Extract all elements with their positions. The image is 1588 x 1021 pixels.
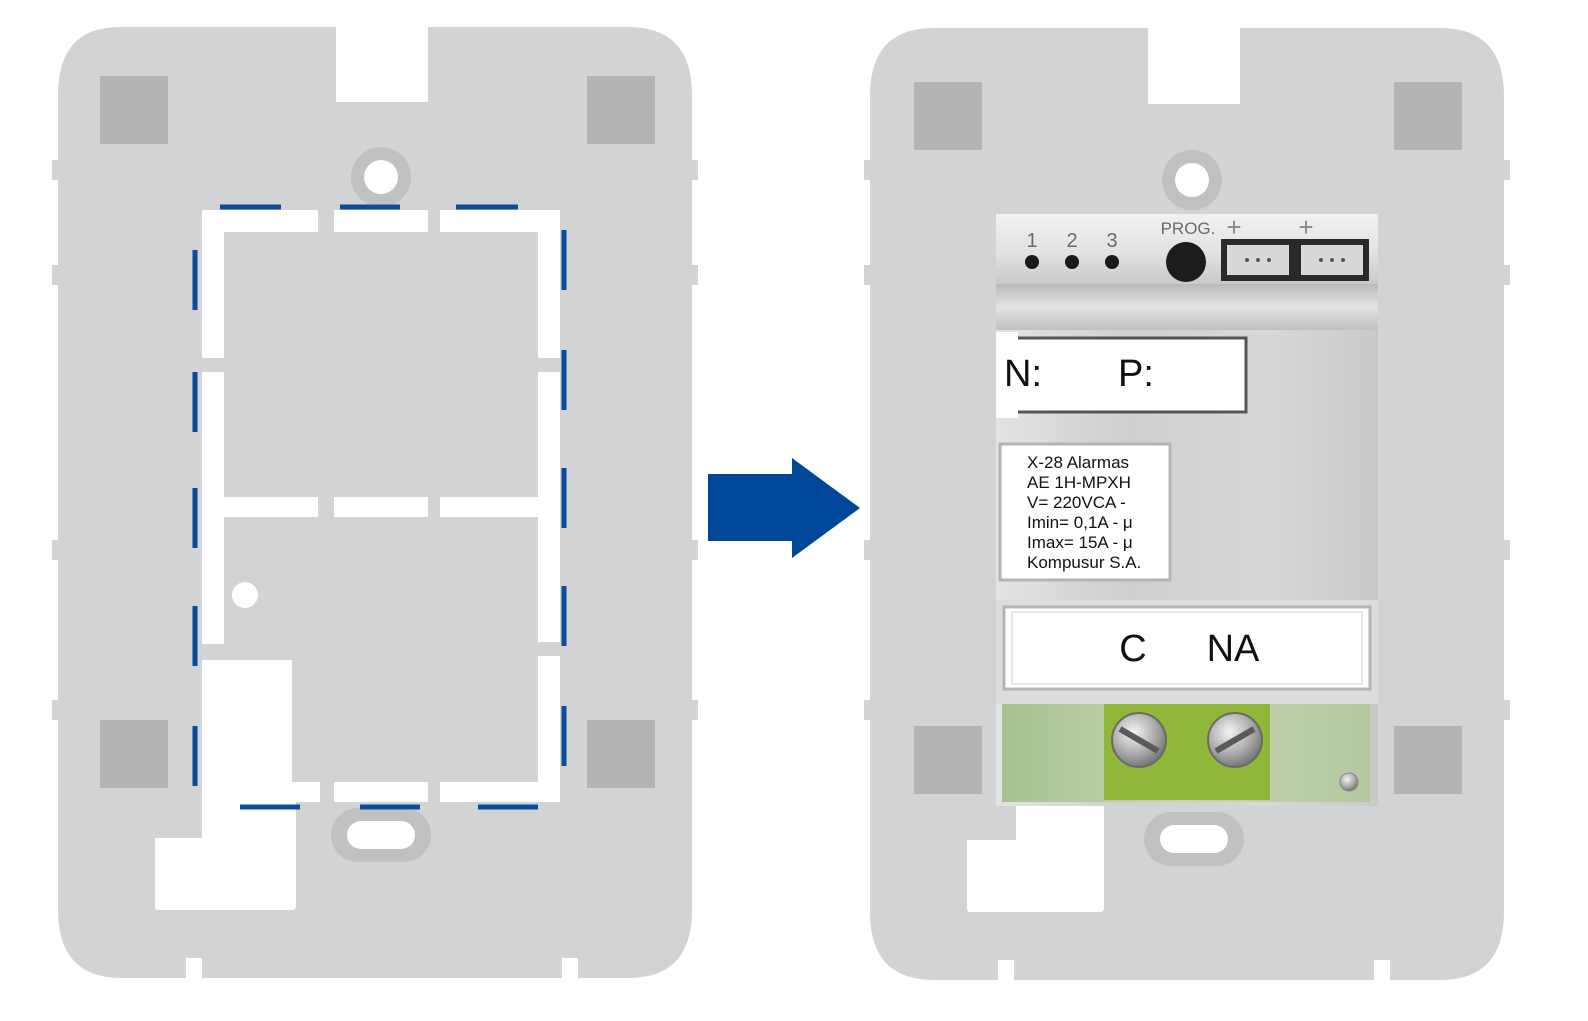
right-arrow-icon	[708, 458, 860, 558]
spec-line-2: AE 1H-MPXH	[1027, 473, 1131, 492]
np-label-n: N:	[1004, 353, 1042, 395]
left-frame-hole	[232, 582, 258, 608]
screw-2-icon	[1207, 712, 1263, 768]
connector-plus-1: +	[1226, 212, 1241, 242]
prog-label: PROG.	[1161, 219, 1216, 238]
module-strip	[996, 284, 1378, 330]
left-bottom-slot	[347, 821, 415, 849]
left-corner-pad-tr	[587, 76, 655, 144]
left-blue-dashed-guide	[192, 204, 567, 810]
terminal-label-na: NA	[1207, 628, 1260, 670]
left-white-frame	[202, 210, 560, 802]
left-mounting-plate	[52, 27, 698, 978]
left-top-hole-center	[364, 160, 398, 194]
left-bottom-notch	[155, 660, 296, 910]
right-corner-pad-tl	[914, 82, 982, 150]
led-3-label: 3	[1106, 230, 1117, 252]
spec-label: X-28 Alarmas AE 1H-MPXH V= 220VCA - Imin…	[998, 442, 1172, 582]
terminal-label-c: C	[1119, 628, 1146, 670]
connector-1	[1221, 239, 1295, 281]
right-mounting-plate: 1 2 3 PROG. + +	[864, 28, 1510, 980]
screw-1-icon	[1111, 712, 1167, 768]
spec-line-1: X-28 Alarmas	[1027, 453, 1129, 472]
led-2-label: 2	[1066, 230, 1077, 252]
left-corner-pad-br	[587, 720, 655, 788]
terminal-rivet	[1339, 772, 1359, 792]
led-1	[1025, 255, 1039, 269]
right-corner-pad-tr	[1394, 82, 1462, 150]
connector-2	[1295, 239, 1369, 281]
right-corner-pad-bl	[914, 726, 982, 794]
terminal-block	[1002, 704, 1370, 802]
right-bottom-slot	[1160, 825, 1228, 853]
left-corner-pad-tl	[100, 76, 168, 144]
right-top-hole-center	[1175, 163, 1209, 197]
led-3	[1105, 255, 1119, 269]
terminal-label-box: C NA	[1002, 605, 1372, 691]
left-corner-pad-bl	[100, 720, 168, 788]
electrical-module: 1 2 3 PROG. + +	[996, 212, 1378, 806]
np-label-p: P:	[1118, 353, 1154, 395]
np-label-box: N: P:	[996, 332, 1248, 418]
spec-line-4: Imin= 0,1A - μ	[1027, 513, 1133, 532]
led-2	[1065, 255, 1079, 269]
connector-plus-2: +	[1298, 212, 1313, 242]
spec-line-3: V= 220VCA -	[1027, 493, 1126, 512]
right-corner-pad-br	[1394, 726, 1462, 794]
spec-line-6: Kompusur S.A.	[1027, 553, 1141, 572]
spec-line-5: Imax= 15A - μ	[1027, 533, 1133, 552]
left-frame-gaps	[224, 210, 538, 802]
led-indicators: 1 2 3	[1025, 230, 1119, 269]
right-bottom-notch	[967, 806, 1104, 912]
led-1-label: 1	[1026, 230, 1037, 252]
prog-button	[1166, 242, 1206, 282]
